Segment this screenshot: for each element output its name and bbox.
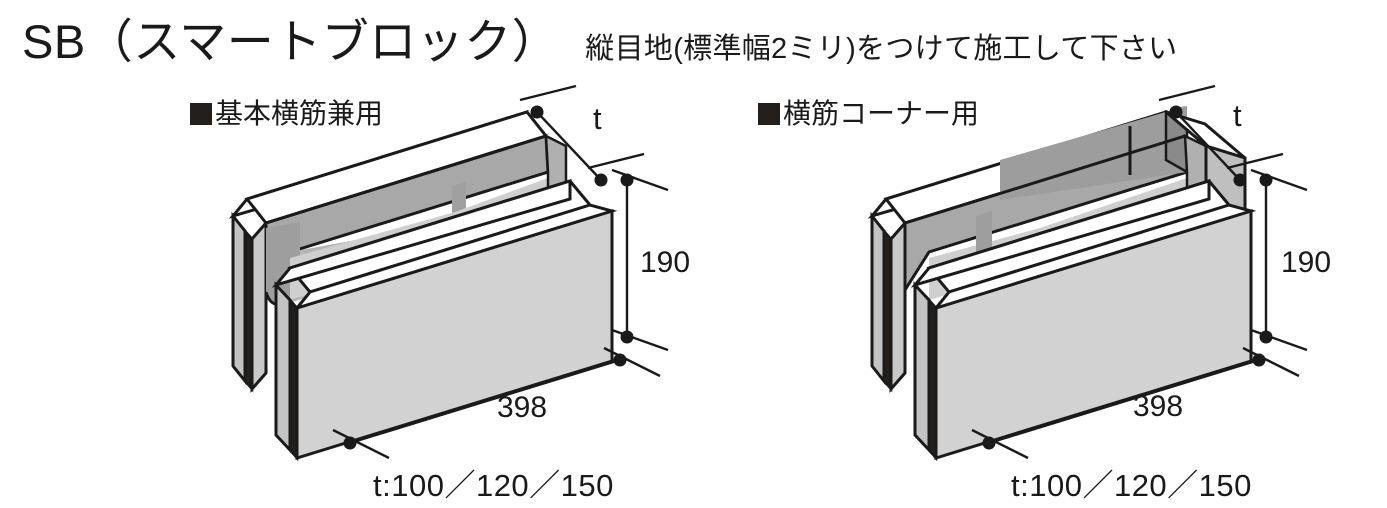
- caption-basic: t:100／120／150: [373, 468, 614, 503]
- figure-basic-block: [228, 84, 669, 462]
- isometric-drawing-corner: [867, 84, 1308, 462]
- dimension-lines-corner: [971, 84, 1308, 460]
- filled-square-icon: [190, 103, 212, 125]
- filled-square-icon: [758, 103, 780, 125]
- dimension-lines-basic: [332, 84, 669, 460]
- dim-length-basic: 398: [497, 391, 548, 424]
- isometric-drawing-basic: [228, 84, 669, 462]
- header: SB（スマートブロック） 縦目地(標準幅2ミリ)をつけて施工して下さい: [22, 18, 1367, 80]
- page-subtitle: 縦目地(標準幅2ミリ)をつけて施工して下さい: [585, 33, 1178, 65]
- dim-height-corner: 190: [1281, 246, 1332, 279]
- figure-corner-block: [700, 0, 1387, 508]
- dim-thickness-corner: t: [1233, 98, 1242, 133]
- dim-thickness-basic: t: [593, 101, 602, 136]
- dim-length-corner: 398: [1133, 390, 1184, 423]
- caption-corner: t:100／120／150: [1011, 468, 1252, 503]
- panel-label-corner-text: 横筋コーナー用: [783, 98, 980, 129]
- panel-label-corner: 横筋コーナー用: [758, 100, 979, 128]
- panel-label-basic: 基本横筋兼用: [190, 100, 383, 128]
- dim-height-basic: 190: [640, 246, 691, 279]
- page-title: SB（スマートブロック）: [22, 15, 560, 68]
- panel-label-basic-text: 基本横筋兼用: [215, 98, 384, 129]
